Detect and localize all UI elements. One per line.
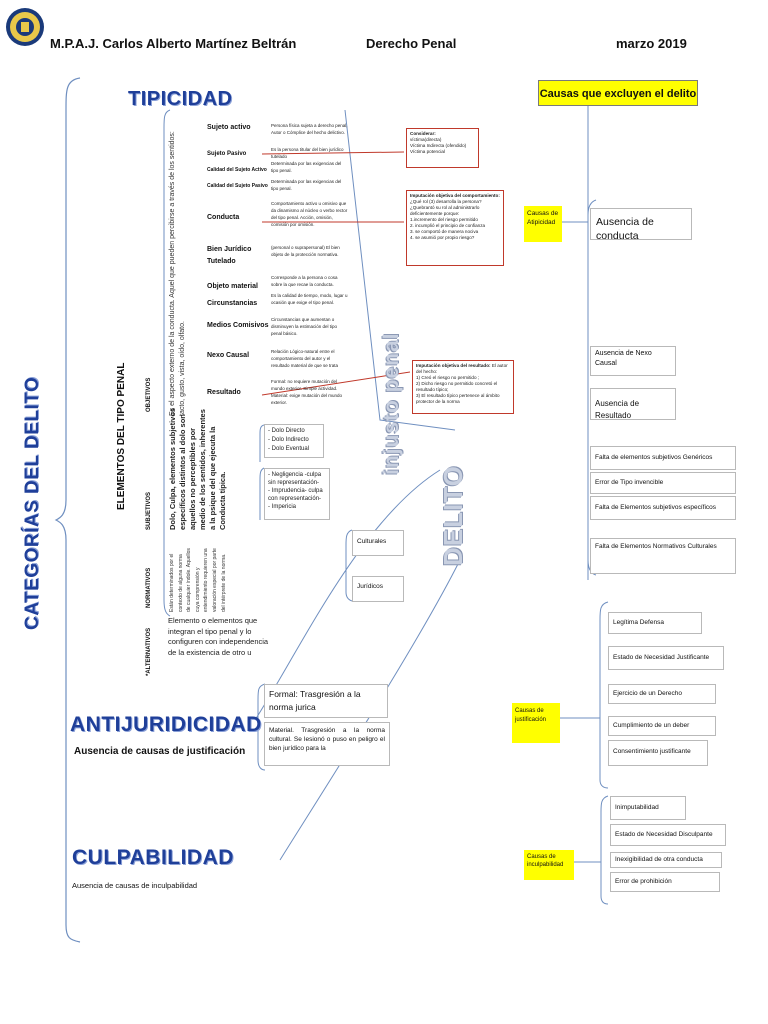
- dolo-box: - Dolo Directo - Dolo Indirecto - Dolo E…: [264, 424, 324, 458]
- element-label: Objeto material: [207, 283, 258, 290]
- justificacion-cause-box: Estado de Necesidad Justificante: [608, 646, 724, 670]
- header-author: M.P.A.J. Carlos Alberto Martínez Beltrán: [50, 36, 297, 51]
- inculpabilidad-cause-box: Estado de Necesidad Disculpante: [610, 824, 726, 846]
- subjetivos-desc: Dolo, Culpa, elementos subjetivos especí…: [168, 407, 227, 530]
- justificacion-cause-box: Legítima Defensa: [608, 612, 702, 634]
- atipicidad-cause-box: Falta de Elementos Normativos Culturales: [590, 538, 736, 574]
- atipicidad-cause-box: Ausencia de Resultado: [590, 388, 676, 420]
- element-label: Resultado: [207, 389, 241, 396]
- element-desc: Determinada por las exigencias del tipo …: [271, 161, 342, 173]
- causas-inculpabilidad-label: Causas de inculpabilidad: [524, 850, 574, 880]
- justificacion-cause-box: Ejercicio de un Derecho: [608, 684, 716, 704]
- element-label: Calidad del Sujeto Pasivo: [207, 183, 268, 189]
- element-label: Sujeto activo: [207, 124, 251, 131]
- objetivos-desc: Es el aspecto externo de la conducta. Aq…: [169, 131, 186, 416]
- atipicidad-cause-box: Error de Tipo invencible: [590, 472, 736, 494]
- culpabilidad-subtitle: Ausencia de causas de inculpabilidad: [72, 881, 198, 890]
- culpabilidad-title: CULPABILIDAD: [72, 846, 234, 869]
- causas-excluyen-title: Causas que excluyen el delito: [538, 80, 698, 106]
- element-desc: (personal o suprapersonal) El bien objet…: [271, 245, 340, 257]
- causas-atipicidad-label: Causas de Atipicidad: [524, 206, 562, 242]
- element-desc: Formal: no requiere mutación del mundo e…: [271, 379, 343, 405]
- inculpabilidad-cause-box: Inexigibilidad de otra conducta: [610, 852, 722, 868]
- material-box: Material. Trasgresión a la norma cultura…: [264, 722, 390, 766]
- delito-label: DELITO: [438, 465, 468, 566]
- element-label: Calidad del Sujeto Activo: [207, 167, 267, 173]
- atipicidad-cause-box: Falta de Elementos subjetivos específico…: [590, 496, 736, 520]
- formal-box: Formal: Trasgresión a la norma jurica: [264, 684, 388, 718]
- elementos-tipo-label: ELEMENTOS DEL TIPO PENAL: [116, 362, 127, 510]
- element-desc: Corresponde a la persona o cosa sobre la…: [271, 275, 338, 287]
- alternativos-desc: Elemento o elementos que integran el tip…: [168, 616, 269, 657]
- inculpabilidad-cause-box: Error de prohibición: [610, 872, 720, 892]
- culturales-box: Culturales: [352, 530, 404, 556]
- normativos-desc: Están determinados por el contexto de al…: [169, 548, 227, 612]
- element-desc: Comportamiento activo u omisivo que da d…: [271, 201, 348, 227]
- element-label: Conducta: [207, 214, 240, 221]
- antijuridicidad-title: ANTIJURIDICIDAD: [70, 713, 262, 736]
- inculpabilidad-cause-box: Inimputabilidad: [610, 796, 686, 820]
- normativos-label: NORMATIVOS: [146, 567, 152, 608]
- subjetivos-label: SUBJETIVOS: [146, 491, 152, 530]
- element-desc: Circunstancias que aumentan o disminuyen…: [271, 317, 338, 336]
- header-subject: Derecho Penal: [366, 36, 457, 51]
- element-desc: Relación Lógico-natural entre el comport…: [271, 349, 339, 368]
- element-desc: Persona física sujeta a derecho penal, A…: [271, 123, 348, 135]
- atipicidad-cause-box: Falta de elementos subjetivos Genéricos: [590, 446, 736, 470]
- alternativos-label: *ALTERNATIVOS: [146, 627, 152, 676]
- element-desc: Es la persona titular del bien jurídico …: [271, 147, 344, 159]
- atipicidad-cause-box: Ausencia de conducta: [590, 208, 692, 242]
- considerar-box: Considerar: víctima(directa) Víctima Ind…: [406, 128, 479, 168]
- imputacion-resultado-box: Imputación objetiva del resultado: El au…: [412, 360, 514, 414]
- element-desc: Determinada por las exigencias del tipo …: [271, 179, 342, 191]
- justificacion-cause-box: Cumplimiento de un deber: [608, 716, 716, 736]
- causas-justificacion-label: Causas de justificación: [512, 703, 560, 743]
- atipicidad-cause-box: Ausencia de Nexo Causal: [590, 346, 676, 376]
- university-seal: [5, 5, 45, 49]
- culpa-box: - Negligencia -culpa sin representación-…: [264, 468, 330, 520]
- injusto-penal-label: injusto penal: [380, 332, 403, 475]
- juridicos-box: Jurídicos: [352, 576, 404, 602]
- element-label: Bien Jurídico Tutelado: [207, 246, 252, 265]
- tipicidad-title: TIPICIDAD: [128, 88, 233, 110]
- element-label: Sujeto Pasivo: [207, 151, 247, 157]
- element-label: Circunstancias: [207, 300, 258, 307]
- element-label: Medios Comisivos: [207, 322, 269, 329]
- categorias-title: CATEGORÍAS DEL DELITO: [22, 376, 43, 630]
- header-date: marzo 2019: [616, 36, 687, 51]
- objetivos-label: OBJETIVOS: [146, 377, 152, 412]
- element-label: Nexo Causal: [207, 352, 250, 359]
- antijuridicidad-subtitle: Ausencia de causas de justificación: [74, 746, 246, 757]
- imputacion-comportamiento-box: Imputación objetiva del comportamiento: …: [406, 190, 504, 266]
- element-desc: Es la calidad de tiempo, modo, lugar u o…: [271, 293, 348, 305]
- justificacion-cause-box: Consentimiento justificante: [608, 740, 708, 766]
